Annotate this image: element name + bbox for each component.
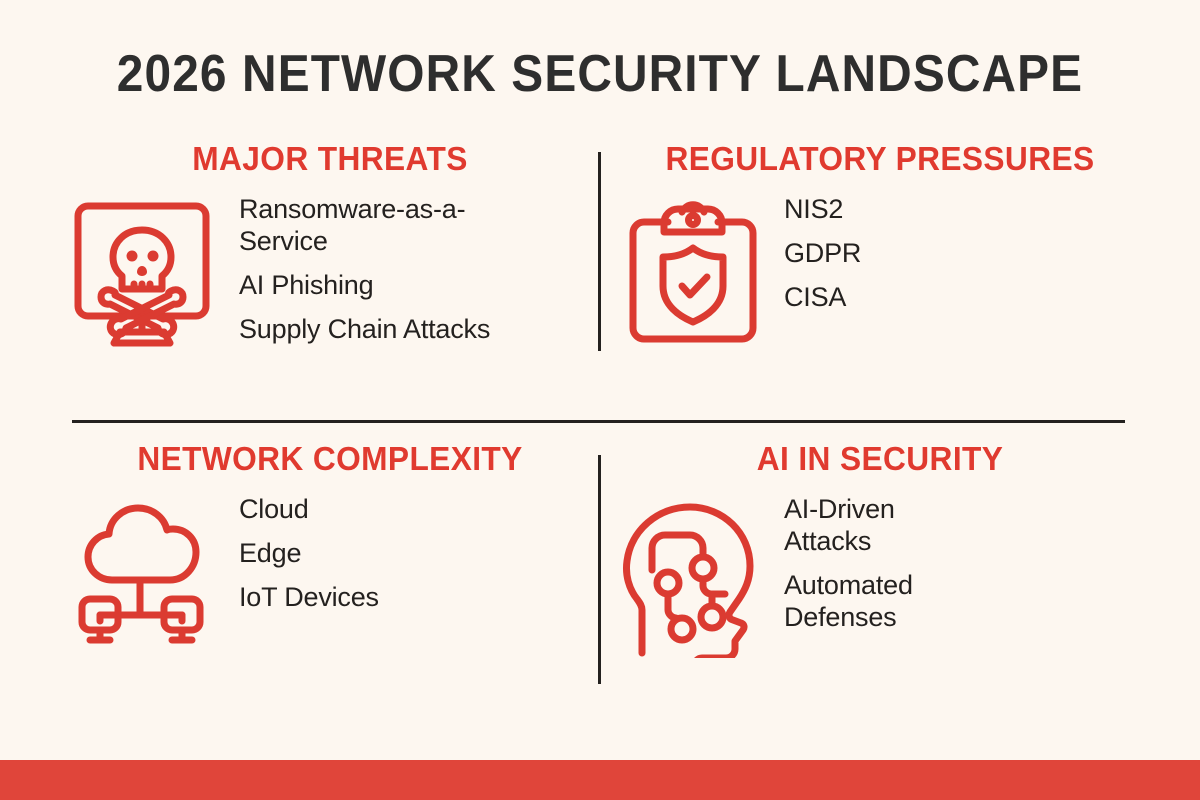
list-item: IoT Devices xyxy=(239,581,379,612)
section-heading-ai-in-security: AI IN SECURITY xyxy=(756,440,1004,477)
page-title: 2026 NETWORK SECURITY LANDSCAPE xyxy=(116,45,1084,103)
section-network-complexity: NETWORK COMPLEXITY Clo xyxy=(60,440,600,700)
section-body-network-complexity: Cloud Edge IoT Devices xyxy=(60,494,600,648)
cloud-network-icon-wrap xyxy=(60,494,235,648)
clipboard-shield-check-icon xyxy=(620,198,770,348)
bottom-accent-band xyxy=(0,760,1200,800)
section-heading-regulatory-pressures: REGULATORY PRESSURES xyxy=(665,140,1095,177)
list-item: Edge xyxy=(239,537,302,568)
item-list-major-threats: Ransomware-as-a-Service AI Phishing Supp… xyxy=(235,194,600,345)
item-list-network-complexity: Cloud Edge IoT Devices xyxy=(235,494,600,614)
list-item: GDPR xyxy=(784,237,862,268)
monitor-skull-icon xyxy=(68,198,228,348)
divider-horizontal xyxy=(72,420,1125,423)
list-item: Supply Chain Attacks xyxy=(239,313,491,344)
list-item: Automated Defenses xyxy=(784,569,913,632)
item-list-regulatory-pressures: NIS2 GDPR CISA xyxy=(780,194,1150,314)
list-item: AI Phishing xyxy=(239,269,374,300)
section-heading-major-threats: MAJOR THREATS xyxy=(192,140,468,177)
divider-vertical-top xyxy=(598,152,601,351)
monitor-skull-icon-wrap xyxy=(60,194,235,348)
list-item: Ransomware-as-a-Service xyxy=(239,194,466,256)
section-major-threats: MAJOR THREATS xyxy=(60,140,600,418)
list-item: NIS2 xyxy=(784,194,844,224)
section-body-regulatory-pressures: NIS2 GDPR CISA xyxy=(610,194,1150,348)
section-ai-in-security: AI IN SECURITY xyxy=(610,440,1150,700)
ai-head-circuit-icon xyxy=(620,498,770,658)
section-regulatory-pressures: REGULATORY PRESSURES NIS2 GDPR C xyxy=(610,140,1150,418)
section-body-major-threats: Ransomware-as-a-Service AI Phishing Supp… xyxy=(60,194,600,348)
list-item: CISA xyxy=(784,281,847,312)
item-list-ai-in-security: AI-Driven Attacks Automated Defenses xyxy=(780,494,1150,633)
section-heading-network-complexity: NETWORK COMPLEXITY xyxy=(137,440,523,477)
section-body-ai-in-security: AI-Driven Attacks Automated Defenses xyxy=(610,494,1150,658)
list-item: Cloud xyxy=(239,494,309,524)
list-item: AI-Driven Attacks xyxy=(784,494,895,556)
ai-head-circuit-icon-wrap xyxy=(610,494,780,658)
clipboard-shield-check-icon-wrap xyxy=(610,194,780,348)
cloud-network-icon xyxy=(68,498,228,648)
divider-vertical-bottom xyxy=(598,455,601,684)
